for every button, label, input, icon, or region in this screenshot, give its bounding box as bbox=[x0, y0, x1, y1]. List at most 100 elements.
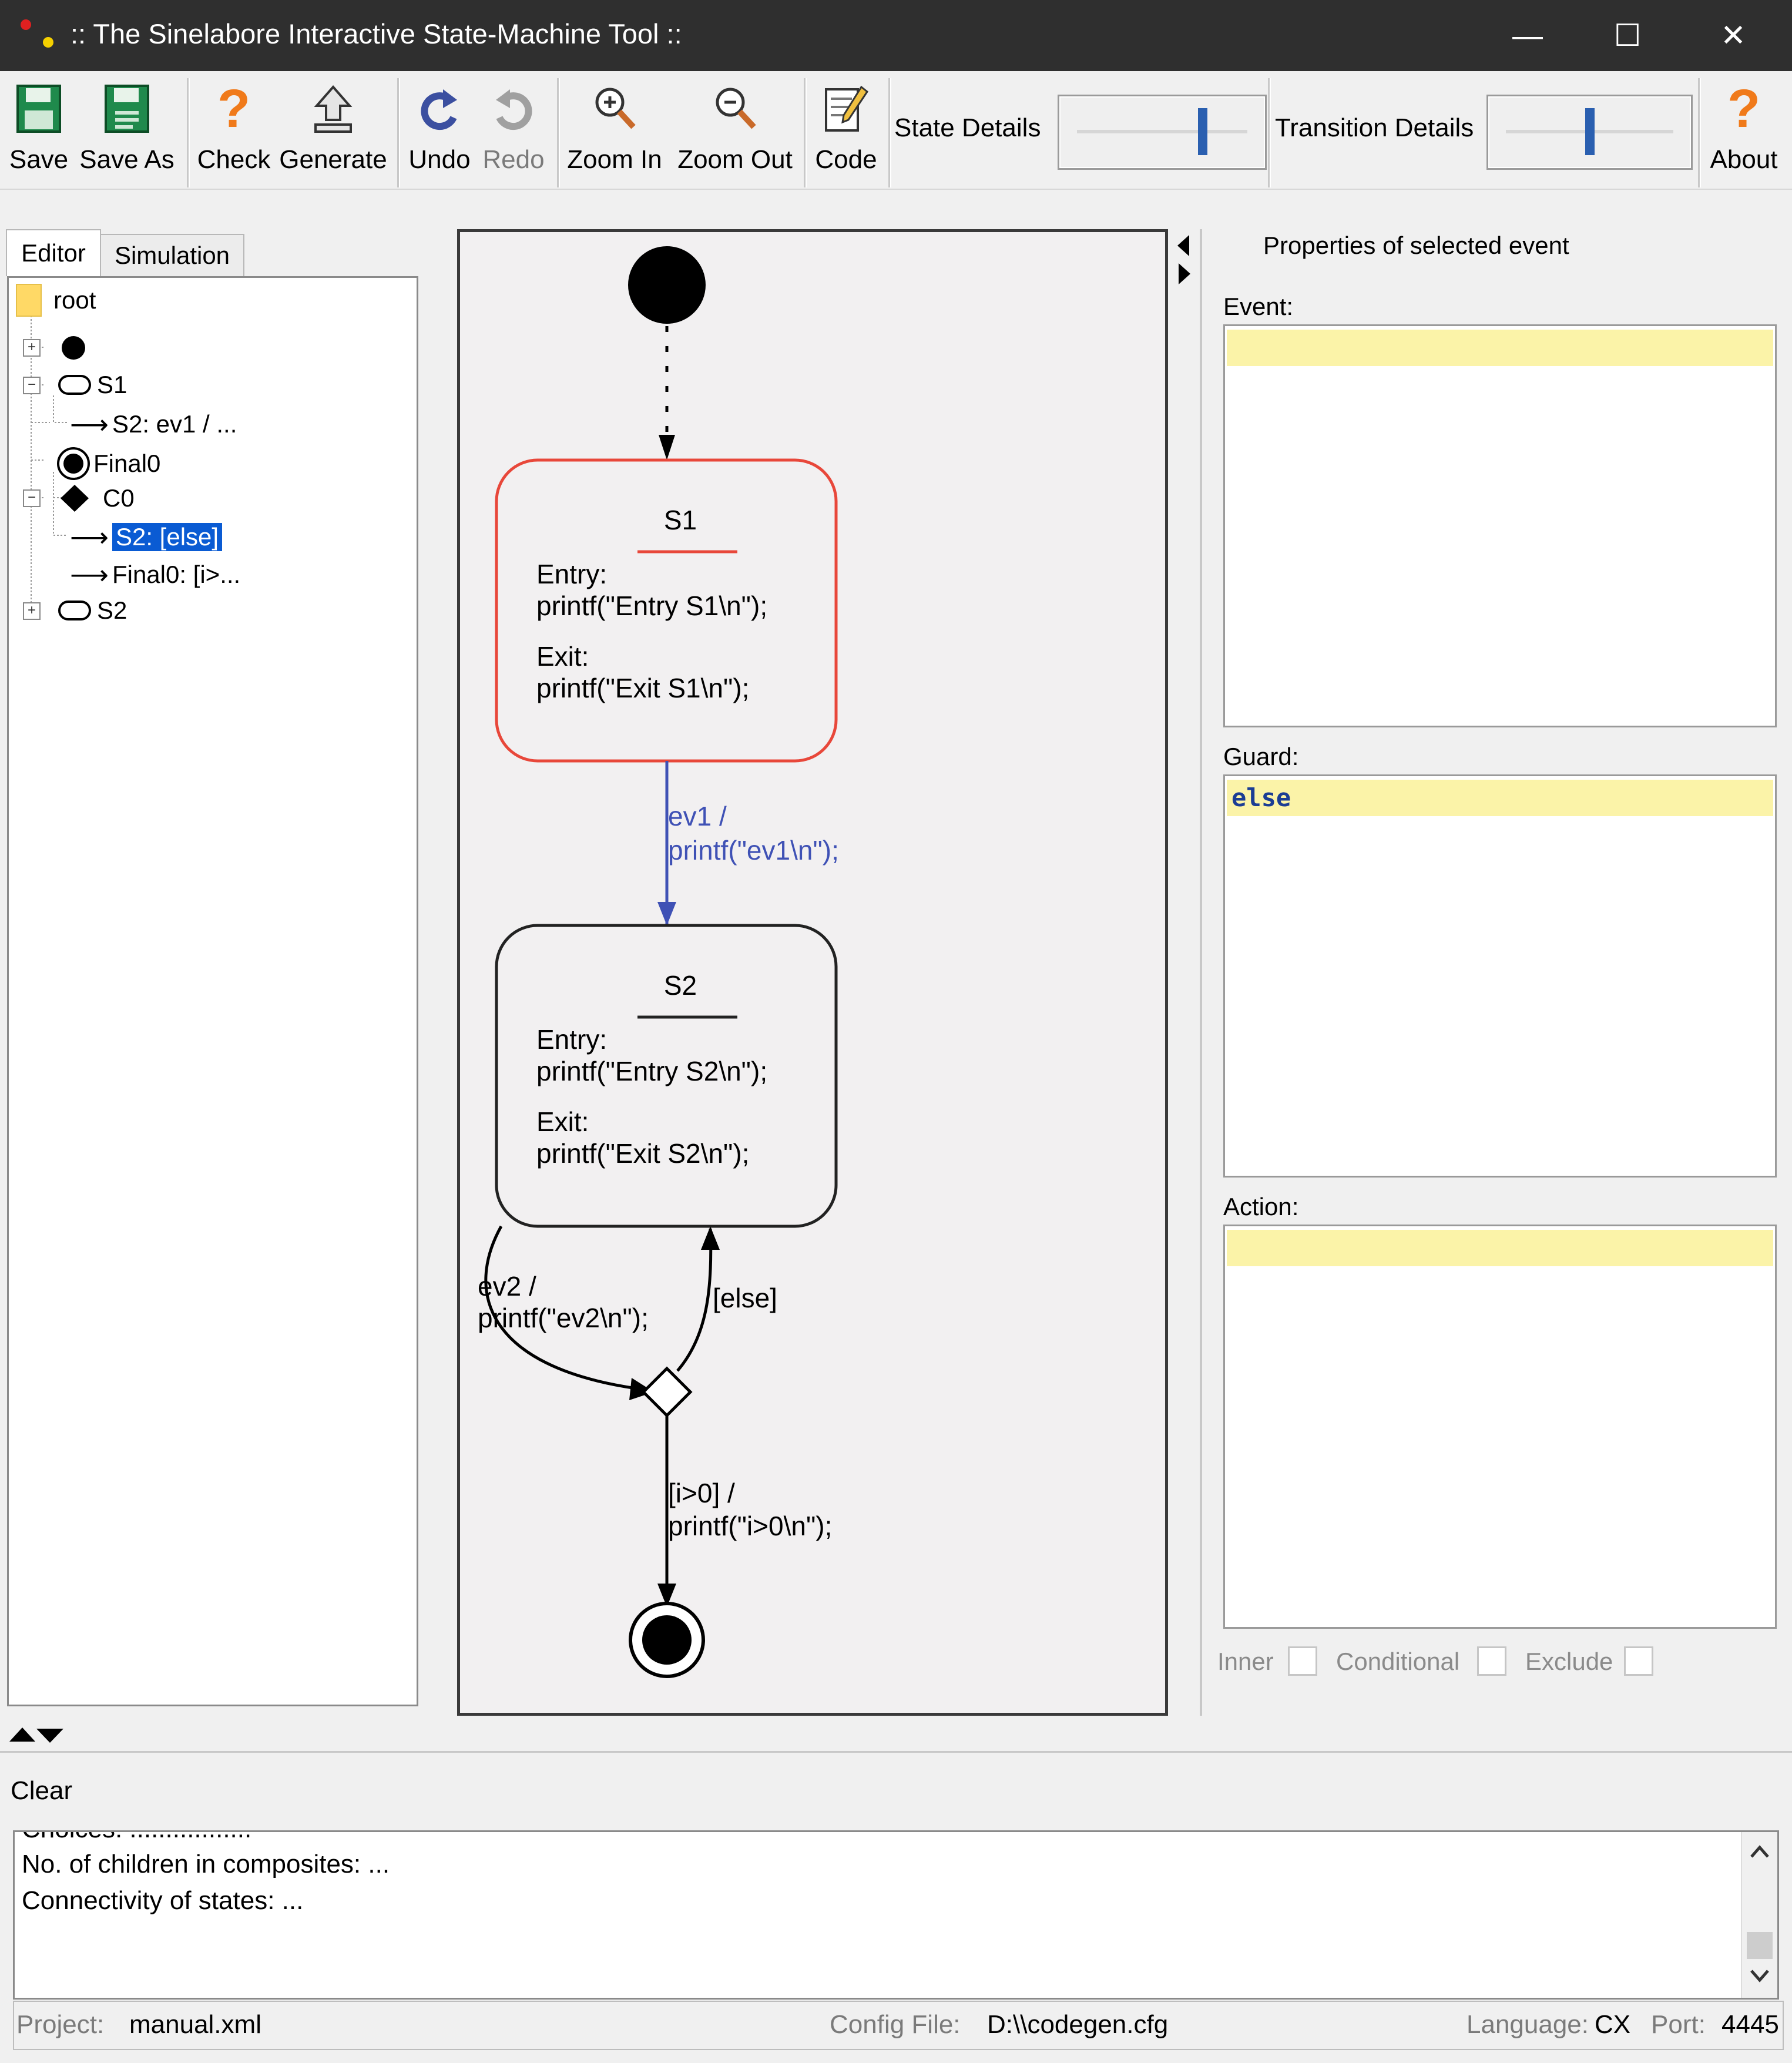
save-as-icon bbox=[100, 79, 153, 138]
tree-node-final0[interactable]: Final0 bbox=[55, 446, 160, 481]
zoom-in-button[interactable]: Zoom In bbox=[564, 79, 665, 185]
action-editor[interactable] bbox=[1223, 1225, 1777, 1629]
choice-diamond-icon bbox=[61, 485, 89, 512]
upload-icon bbox=[307, 79, 360, 138]
slider-thumb[interactable] bbox=[1585, 108, 1595, 155]
question-mark-icon: ? bbox=[217, 78, 251, 139]
transition-else[interactable] bbox=[676, 1228, 713, 1372]
port-label: Port: bbox=[1651, 2010, 1706, 2039]
about-button[interactable]: ? About bbox=[1704, 79, 1784, 185]
tree-expand-plus-icon[interactable]: + bbox=[23, 602, 41, 620]
tree-node-c0-else-transition[interactable]: ⟶ S2: [else] bbox=[70, 521, 224, 553]
tree-node-c0-final-transition[interactable]: ⟶ Final0: [i>... bbox=[70, 559, 240, 591]
conditional-checkbox[interactable] bbox=[1477, 1646, 1506, 1676]
tree-label-root: root bbox=[53, 286, 96, 314]
language-label: Language: bbox=[1467, 2010, 1589, 2039]
save-as-button[interactable]: Save As bbox=[79, 79, 175, 185]
tree-node-s2[interactable]: S2 bbox=[57, 596, 127, 625]
zoom-out-icon bbox=[709, 79, 761, 138]
tree-node-initial[interactable] bbox=[59, 334, 89, 361]
toolbar-separator bbox=[804, 78, 807, 187]
check-button[interactable]: ? Check bbox=[194, 79, 274, 185]
final-state-icon bbox=[57, 447, 90, 480]
zoom-out-button[interactable]: Zoom Out bbox=[673, 79, 797, 185]
state-icon bbox=[58, 601, 91, 620]
slider-track bbox=[1077, 130, 1247, 133]
splitter-arrows-icon[interactable] bbox=[0, 1717, 1792, 1752]
transition-details-slider[interactable] bbox=[1486, 95, 1693, 170]
state-details-label: State Details bbox=[894, 113, 1041, 142]
clear-button[interactable]: Clear bbox=[11, 1776, 73, 1805]
log-output[interactable]: Choices: ................. No. of childr… bbox=[13, 1830, 1779, 2000]
toolbar: Save Save As ? Check Generate Undo Redo … bbox=[0, 71, 1792, 190]
toolbar-separator bbox=[888, 78, 891, 187]
transition-ev1-label-1: ev1 / bbox=[668, 801, 727, 831]
maximize-button[interactable]: ☐ bbox=[1613, 18, 1642, 53]
arrow-right-icon: ⟶ bbox=[70, 409, 109, 440]
state-s2-entry-code: printf("Entry S2\n"); bbox=[536, 1056, 767, 1086]
tree-collapse-minus-icon[interactable]: − bbox=[23, 377, 41, 394]
inner-checkbox[interactable] bbox=[1288, 1646, 1317, 1676]
transition-ev2-label-1: ev2 / bbox=[478, 1271, 536, 1301]
exclude-checkbox[interactable] bbox=[1624, 1646, 1653, 1676]
app-logo-icon bbox=[21, 19, 53, 48]
tree-node-root[interactable]: root bbox=[16, 284, 96, 317]
action-label: Action: bbox=[1223, 1193, 1299, 1220]
save-label: Save bbox=[9, 145, 69, 174]
log-scrollbar[interactable] bbox=[1741, 1832, 1777, 1998]
tree-label-c0: C0 bbox=[103, 484, 135, 512]
tree-label-final0: Final0 bbox=[93, 450, 161, 477]
properties-panel: Properties of selected event Event: Guar… bbox=[1200, 229, 1790, 1716]
state-s1-entry-label: Entry: bbox=[536, 559, 607, 589]
redo-button[interactable]: Redo bbox=[478, 79, 549, 185]
save-button[interactable]: Save bbox=[2, 79, 75, 185]
arrow-right-icon: ⟶ bbox=[70, 522, 109, 552]
transition-details-label: Transition Details bbox=[1275, 113, 1474, 142]
state-s2-name: S2 bbox=[664, 970, 697, 1001]
tab-simulation[interactable]: Simulation bbox=[100, 234, 244, 276]
guard-editor[interactable]: else bbox=[1223, 774, 1777, 1178]
initial-pseudostate[interactable] bbox=[628, 246, 706, 324]
state-s1-exit-label: Exit: bbox=[536, 641, 589, 672]
folder-icon bbox=[16, 284, 42, 317]
tree-node-s1[interactable]: S1 bbox=[57, 371, 127, 399]
choice-c0[interactable] bbox=[641, 1366, 693, 1418]
undo-button[interactable]: Undo bbox=[404, 79, 475, 185]
toolbar-separator bbox=[1698, 78, 1701, 187]
tree-label-s1: S1 bbox=[97, 371, 127, 398]
code-button[interactable]: Code bbox=[811, 79, 881, 185]
config-label: Config File: bbox=[830, 2010, 961, 2039]
language-value: CX bbox=[1595, 2010, 1631, 2039]
tree-node-c0[interactable]: C0 bbox=[58, 484, 135, 513]
arrowhead bbox=[629, 1378, 654, 1400]
state-s2[interactable] bbox=[495, 924, 838, 1228]
floppy-disk-icon bbox=[12, 79, 65, 138]
state-s2-exit-label: Exit: bbox=[536, 1106, 589, 1137]
guard-value: else bbox=[1227, 780, 1773, 816]
tree-collapse-minus-icon[interactable]: − bbox=[23, 489, 41, 507]
panel-toggle-icon[interactable] bbox=[1174, 233, 1194, 289]
minimize-button[interactable]: — bbox=[1512, 18, 1543, 53]
log-toolbar: Clear bbox=[0, 1751, 1792, 1835]
slider-thumb[interactable] bbox=[1197, 108, 1207, 155]
tab-editor[interactable]: Editor bbox=[6, 229, 101, 276]
event-editor[interactable] bbox=[1223, 324, 1777, 727]
close-button[interactable]: ✕ bbox=[1720, 18, 1746, 53]
transition-ev2[interactable] bbox=[484, 1225, 637, 1390]
tree-label-c0-final: Final0: [i>... bbox=[112, 561, 241, 588]
event-value bbox=[1227, 330, 1773, 366]
tree-label-c0-else: S2: [else] bbox=[110, 522, 224, 552]
transition-else-label: [else] bbox=[713, 1283, 777, 1313]
arrowhead bbox=[657, 902, 676, 925]
state-details-slider[interactable] bbox=[1058, 95, 1267, 170]
final-state-inner bbox=[642, 1615, 692, 1665]
action-value bbox=[1227, 1230, 1773, 1266]
generate-button[interactable]: Generate bbox=[277, 79, 389, 185]
redo-arrow-icon bbox=[487, 79, 540, 138]
tree-expand-plus-icon[interactable]: + bbox=[23, 339, 41, 357]
initial-state-icon bbox=[62, 336, 85, 360]
about-label: About bbox=[1710, 145, 1778, 174]
diagram-canvas[interactable]: S1 Entry: printf("Entry S1\n"); Exit: pr… bbox=[457, 229, 1168, 1716]
exclude-label: Exclude bbox=[1525, 1648, 1613, 1675]
tree-node-s1-transition[interactable]: ⟶ S2: ev1 / ... bbox=[70, 408, 237, 440]
